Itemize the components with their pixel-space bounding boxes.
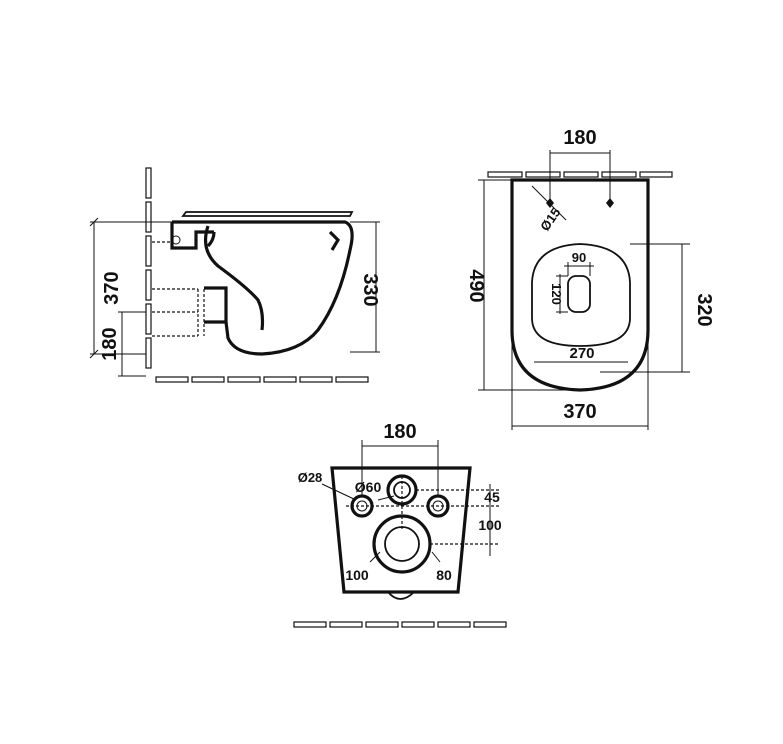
top-inner-bowl (531, 243, 631, 347)
wall-hatch (145, 167, 152, 369)
outlet-left-label: 100 (345, 567, 369, 583)
top-wall-hatch (487, 171, 673, 178)
dim-top-inner-length: 320 (600, 243, 715, 373)
dim-top-width: 370 (511, 330, 649, 430)
outlet-right-label: 80 (436, 567, 452, 583)
side-depth-label: 330 (359, 273, 381, 306)
dim-top-holes: 180 (549, 127, 611, 200)
floor-hatch (155, 376, 369, 383)
top-inner-length-label: 320 (693, 293, 715, 326)
outlet-width-label: 90 (572, 250, 586, 265)
back-floor-hatch (293, 621, 507, 628)
trap-curve (204, 225, 265, 331)
outlet-hole (567, 275, 591, 313)
side-height-label: 370 (101, 271, 123, 304)
dim-side-lower: 180 (99, 311, 146, 377)
side-lower-label: 180 (99, 327, 121, 360)
offset-outlet-label: 100 (478, 517, 502, 533)
dim-hole-dia: Ø15 (531, 185, 567, 234)
dim-outlet-length: 120 (549, 274, 568, 314)
dim-top-length: 490 (465, 179, 580, 391)
top-view: 180 Ø15 490 320 370 (465, 127, 715, 430)
top-length-label: 490 (465, 269, 487, 302)
offset-top-label: 45 (484, 489, 500, 505)
hidden-pipes (152, 235, 205, 337)
fixing-hole-right (606, 198, 614, 208)
water-inlet (386, 474, 418, 506)
dim-inner-width: 270 (534, 345, 628, 363)
dim-side-depth: 330 (350, 221, 381, 353)
top-hole-spacing-label: 180 (563, 127, 596, 149)
outlet-ring (372, 514, 432, 574)
side-view: 370 180 330 (89, 167, 381, 383)
hole-dia-label: Ø15 (537, 205, 563, 234)
top-outline (510, 178, 650, 392)
seat-lid (181, 211, 354, 217)
back-centre-lines (346, 440, 500, 556)
bolt-dia-label: Ø28 (298, 470, 323, 485)
dim-outlet-width: 90 (564, 250, 594, 276)
bolt-spacing-label: 180 (383, 421, 416, 443)
dim-side-height: 370 (89, 217, 172, 359)
back-view: 180 Ø28 Ø60 45 100 100 80 (293, 421, 507, 628)
back-plate (330, 466, 472, 594)
outlet-length-label: 120 (549, 283, 564, 305)
inlet-dia-label: Ø60 (355, 479, 382, 495)
top-width-label: 370 (563, 401, 596, 423)
bowl-outline (172, 220, 354, 356)
rim (328, 230, 341, 251)
inner-width-label: 270 (569, 345, 594, 362)
